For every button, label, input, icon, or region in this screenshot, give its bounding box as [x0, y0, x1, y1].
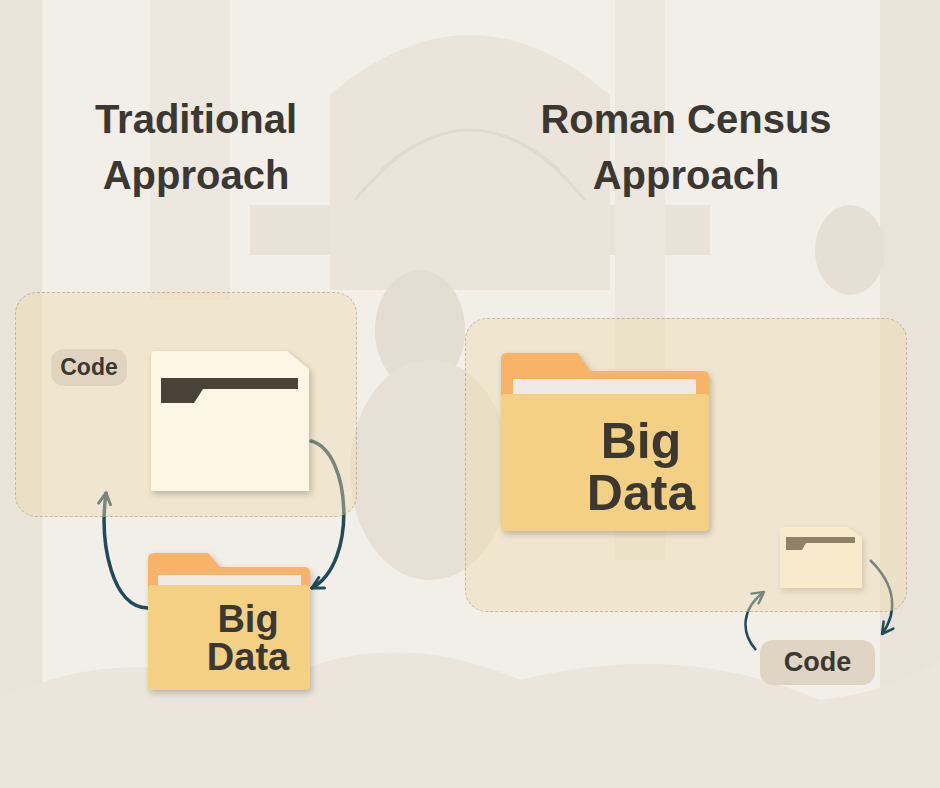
folder-body	[151, 351, 309, 491]
approach-panel: Traditional ApproachCode	[15, 292, 357, 517]
backdrop-column	[150, 0, 230, 300]
folder-label: Big Data	[193, 600, 303, 676]
folder-front	[501, 394, 709, 531]
data-folder: Big Data	[148, 553, 310, 690]
folder-tab	[161, 378, 298, 403]
code-text: Code	[60, 354, 118, 381]
code-label: Code	[760, 640, 875, 685]
code-pill: Code	[51, 349, 127, 386]
backdrop-statue	[815, 205, 885, 295]
approach-heading: Roman Census Approach	[516, 91, 856, 203]
folder-front	[148, 585, 310, 690]
approach-panel: Roman Census ApproachBig Data	[465, 318, 907, 612]
code-text: Code	[784, 647, 852, 678]
approach-heading: Traditional Approach	[66, 91, 326, 203]
backdrop-niche	[330, 35, 610, 290]
folder-label: Big Data	[581, 415, 701, 519]
folder-shape	[151, 351, 309, 491]
code-folder: Code	[51, 346, 311, 491]
backdrop-arch-line	[380, 130, 560, 170]
data-folder: Big Data	[501, 353, 709, 531]
